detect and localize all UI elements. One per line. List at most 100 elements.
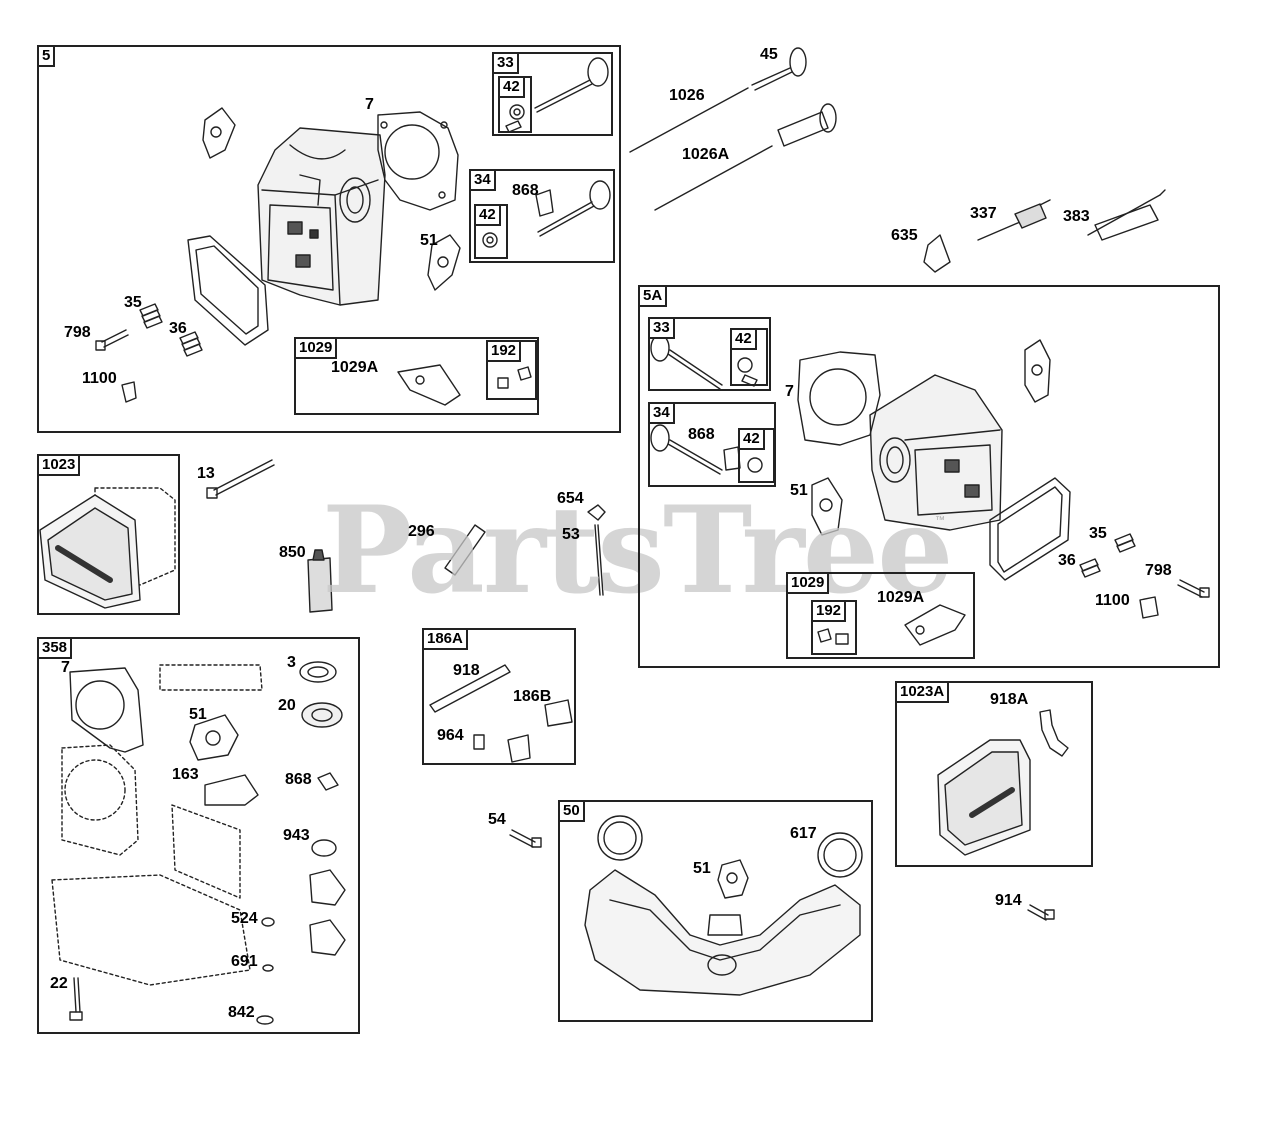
- exhaust-manifold-50-drawing: [585, 816, 862, 995]
- callout-798: 798: [64, 324, 91, 341]
- valve-spring-35-drawing: [140, 304, 162, 328]
- callout-918A: 918A: [990, 691, 1029, 708]
- clip-1100-right-drawing: [1140, 597, 1158, 618]
- cylinder-head-right-drawing: [870, 375, 1002, 530]
- frame-label: 1029: [786, 572, 830, 594]
- breather-635-drawing: [924, 235, 950, 272]
- fuel-line-kit-186A-drawing: [430, 665, 572, 762]
- callout-943: 943: [283, 827, 310, 844]
- callout-635: 635: [891, 227, 918, 244]
- frame-5: 5: [37, 45, 621, 433]
- sealant-850-drawing: [308, 550, 332, 612]
- frame-34-left: 34: [469, 169, 615, 263]
- screw-914-drawing: [1028, 905, 1054, 920]
- callout-186B: 186B: [513, 688, 552, 705]
- callout-51: 51: [189, 706, 207, 723]
- callout-868: 868: [512, 182, 539, 199]
- screw-798-right-drawing: [1178, 580, 1209, 597]
- valve-34-right-drawing: [651, 425, 762, 474]
- valve-33-left-drawing: [506, 58, 608, 132]
- callout-51: 51: [790, 482, 808, 499]
- spark-plug-337-drawing: [978, 200, 1050, 240]
- exhaust-gasket-small-right-drawing: [1025, 340, 1050, 402]
- bolt-54-drawing: [510, 830, 541, 847]
- frame-label: 5: [37, 45, 56, 67]
- frame-1023: 1023: [37, 454, 180, 615]
- frame-50: 50: [558, 800, 873, 1022]
- callout-691: 691: [231, 953, 258, 970]
- callout-337: 337: [970, 205, 997, 222]
- clip-1100-left-drawing: [122, 382, 136, 402]
- valve-33-right-drawing: [651, 335, 757, 389]
- callout-524: 524: [231, 910, 258, 927]
- frame-33-left: 33: [492, 52, 613, 136]
- stud-53-drawing: [595, 525, 603, 595]
- nut-654-drawing: [588, 505, 605, 520]
- callout-45: 45: [760, 46, 778, 63]
- frame-186A: 186A: [422, 628, 576, 765]
- exhaust-gasket-51-left-drawing: [428, 235, 460, 290]
- bolt-13-drawing: [207, 460, 274, 498]
- frame-358: 358: [37, 637, 360, 1034]
- callout-54: 54: [488, 811, 506, 828]
- valve-spring-36-right-drawing: [1080, 559, 1100, 577]
- screw-798-left-drawing: [96, 330, 128, 350]
- head-gasket-left-drawing: [378, 112, 458, 210]
- callout-1100: 1100: [1095, 592, 1130, 609]
- callout-36: 36: [1058, 552, 1076, 569]
- watermark-trademark: ™: [935, 515, 945, 526]
- callout-842: 842: [228, 1004, 255, 1021]
- frame-42-c: 42: [730, 328, 768, 386]
- frame-label: 50: [558, 800, 585, 822]
- rocker-arm-1029-left-drawing: [398, 365, 531, 405]
- gasket-set-358-drawing: [52, 662, 345, 1024]
- frame-label: 42: [730, 328, 757, 350]
- frame-33-right: 33: [648, 317, 771, 391]
- frame-label: 34: [648, 402, 675, 424]
- callout-3: 3: [287, 654, 296, 671]
- watermark: PartsTree: [322, 480, 953, 621]
- frame-label: 42: [498, 76, 525, 98]
- frame-label: 358: [37, 637, 73, 659]
- callout-617: 617: [790, 825, 817, 842]
- frame-42-d: 42: [738, 428, 775, 483]
- callout-850: 850: [279, 544, 306, 561]
- valve-lifter-drawing: [778, 104, 836, 146]
- callout-7: 7: [785, 383, 794, 400]
- valve-spring-36-drawing: [180, 332, 202, 356]
- stud-296-drawing: [445, 525, 485, 575]
- callout-35: 35: [124, 294, 142, 311]
- callout-1029A: 1029A: [331, 359, 379, 376]
- callout-798: 798: [1145, 562, 1172, 579]
- frame-label: 186A: [422, 628, 468, 650]
- callout-296: 296: [408, 523, 435, 540]
- exhaust-gasket-small-left-drawing: [203, 108, 235, 158]
- exhaust-gasket-51-right-drawing: [812, 478, 842, 535]
- callout-7: 7: [365, 96, 374, 113]
- valve-cover-1023A-drawing: [938, 710, 1068, 855]
- callout-964: 964: [437, 727, 464, 744]
- frame-42-b: 42: [474, 204, 508, 259]
- callout-22: 22: [50, 975, 68, 992]
- callout-1100: 1100: [82, 370, 117, 387]
- callout-1029A: 1029A: [877, 589, 925, 606]
- callout-654: 654: [557, 490, 584, 507]
- valve-45-drawing: [752, 48, 806, 90]
- frame-192-right: 192: [811, 600, 857, 655]
- frame-label: 1029: [294, 337, 338, 359]
- frame-label: 1023A: [895, 681, 950, 703]
- frame-1023A: 1023A: [895, 681, 1093, 867]
- callout-868: 868: [285, 771, 312, 788]
- callout-13: 13: [197, 465, 215, 482]
- pushrod-1026A-drawing: [655, 146, 772, 210]
- valve-34-left-drawing: [483, 181, 610, 247]
- callout-53: 53: [562, 526, 580, 543]
- frame-34-right: 34: [648, 402, 776, 487]
- frame-label: 42: [474, 204, 501, 226]
- valve-cover-gasket-left-drawing: [188, 236, 268, 345]
- callout-1026: 1026: [669, 87, 705, 104]
- frame-label: 33: [648, 317, 675, 339]
- callout-918: 918: [453, 662, 480, 679]
